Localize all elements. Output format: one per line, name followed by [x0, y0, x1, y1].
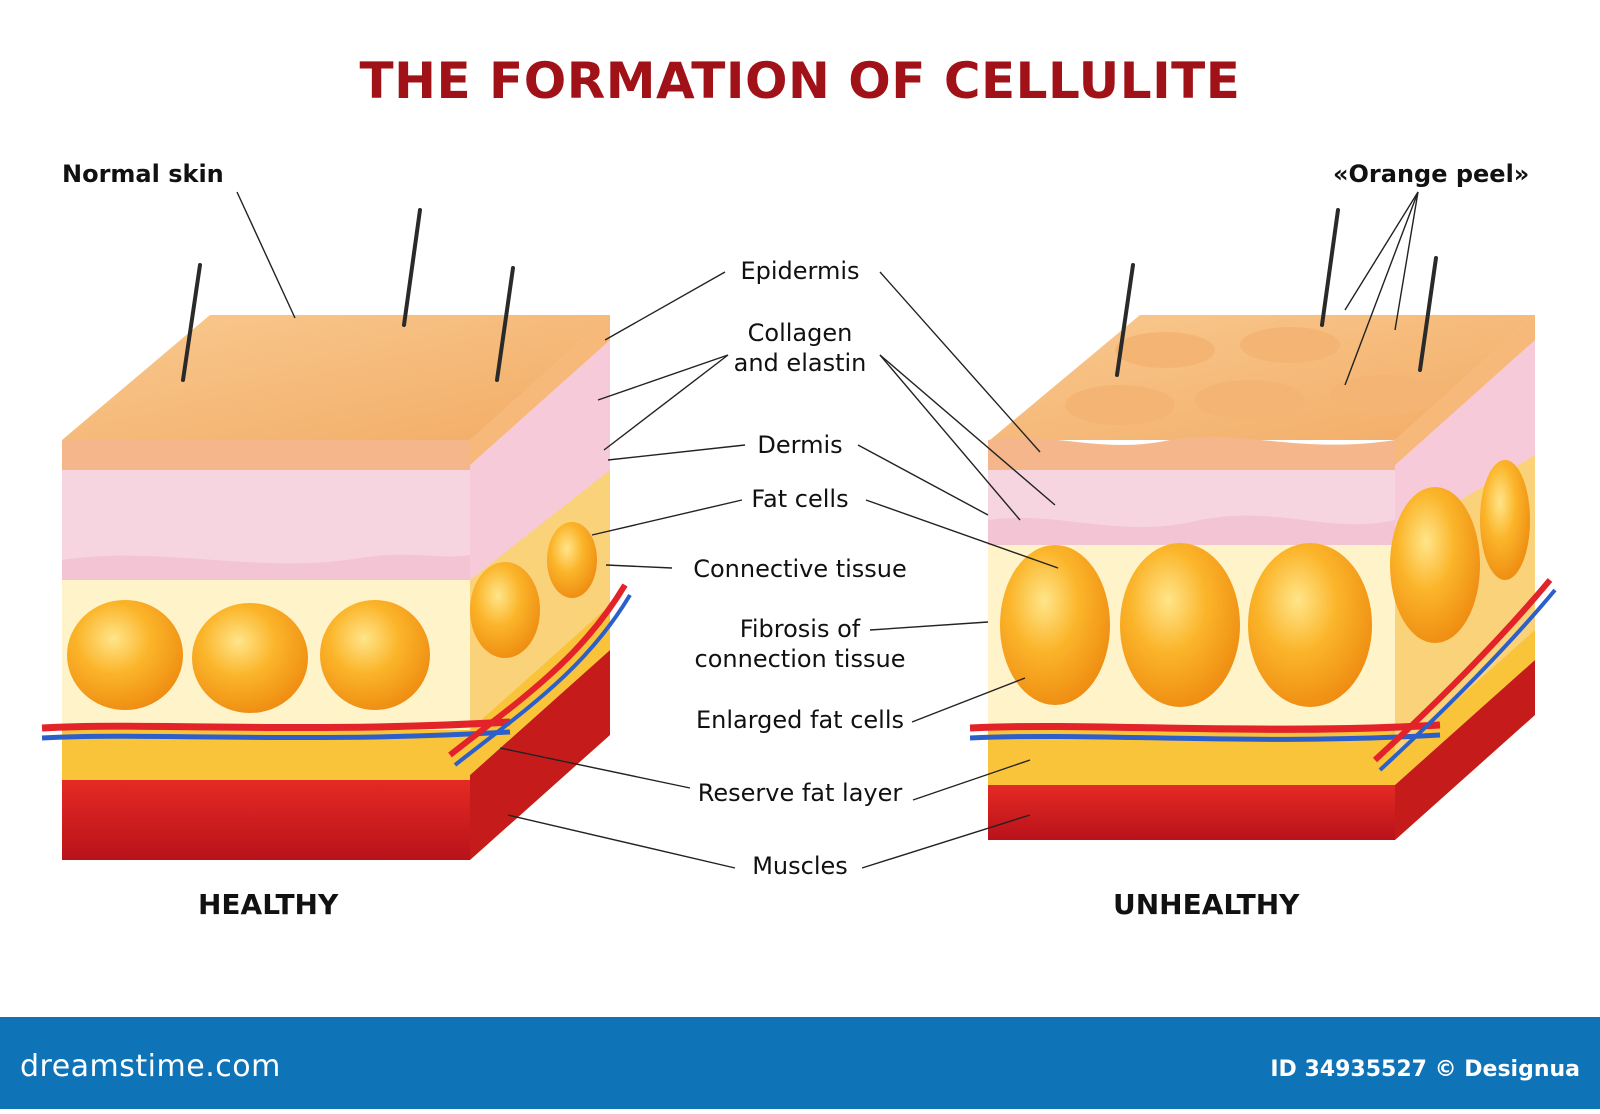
leader-normal-skin [236, 191, 296, 319]
enlarged-fat-cluster [1480, 460, 1530, 580]
leader-dermis [857, 444, 989, 516]
label-enlarged-fat-cells: Enlarged fat cells [695, 706, 905, 734]
label-epidermis: Epidermis [740, 257, 860, 285]
unhealthy-dermis-wave [988, 515, 1395, 548]
unhealthy-hair [1115, 263, 1135, 377]
label-reserve-fat-layer: Reserve fat layer [697, 779, 903, 807]
leader-reserve [499, 747, 691, 789]
orange-peel-dimple [1195, 380, 1305, 420]
diagram-title: THE FORMATION OF CELLULITE [359, 52, 1241, 110]
leader-fat-cells [591, 499, 743, 536]
healthy-vein-rising [453, 593, 632, 767]
unhealthy-vein [969, 732, 1441, 742]
leader-lines [236, 191, 1419, 869]
leader-connective [605, 564, 673, 569]
healthy-fat-cluster [67, 600, 183, 710]
leader-fat-cells [865, 499, 1059, 569]
label-connective-tissue: Connective tissue [693, 555, 907, 583]
unhealthy-label: UNHEALTHY [1113, 888, 1300, 921]
leader-orange-peel [1344, 191, 1419, 311]
enlarged-fat-cluster [1120, 543, 1240, 707]
unhealthy-hair [1320, 208, 1340, 327]
healthy-hair [402, 208, 422, 327]
orange-peel-label: «Orange peel» [1333, 160, 1530, 188]
unhealthy-side-reserve [1395, 630, 1535, 785]
label-fibrosis: Fibrosis of connection tissue [694, 615, 906, 673]
leader-orange-peel [1344, 191, 1419, 386]
leader-enlarged [911, 677, 1026, 723]
footer-credit: ID 34935527 © Designua [1270, 1057, 1580, 1082]
leader-collagen [879, 354, 1021, 521]
healthy-artery-rising [448, 583, 628, 758]
healthy-dermis-wave [62, 554, 470, 585]
leader-collagen [879, 354, 1056, 506]
leader-muscles [507, 814, 736, 869]
enlarged-fat-cluster [1000, 545, 1110, 705]
enlarged-fat-cluster [1390, 487, 1480, 643]
healthy-hair [495, 266, 515, 382]
unhealthy-artery-rising [1372, 578, 1553, 763]
healthy-hair [181, 263, 202, 382]
footer-brand: dreamstime.com [20, 1049, 281, 1084]
healthy-vein [41, 729, 511, 741]
leader-epidermis [879, 271, 1041, 453]
healthy-side-epidermis [470, 315, 610, 465]
leader-muscles [861, 814, 1031, 869]
healthy-side-dermis [470, 315, 610, 580]
orange-peel-dimple [1240, 327, 1340, 363]
leader-reserve [912, 759, 1031, 801]
healthy-muscle [62, 780, 470, 860]
label-collagen-elastin: Collagen and elastin [733, 319, 867, 377]
unhealthy-skin-block [969, 208, 1557, 840]
unhealthy-reserve-fat [988, 725, 1395, 785]
unhealthy-muscle [988, 785, 1395, 840]
healthy-artery [41, 718, 511, 732]
healthy-epidermis [62, 440, 470, 470]
leader-dermis [607, 444, 746, 461]
healthy-fat-cluster [470, 562, 540, 658]
healthy-fat-cluster [547, 522, 597, 598]
unhealthy-epidermis [988, 436, 1395, 470]
unhealthy-artery [969, 721, 1441, 733]
unhealthy-side-muscle [1395, 660, 1535, 840]
orange-peel-dimple [1115, 332, 1215, 368]
leader-epidermis [604, 271, 726, 341]
unhealthy-vein-rising [1378, 588, 1557, 772]
leader-orange-peel [1394, 191, 1419, 331]
unhealthy-side-epidermis [1395, 315, 1535, 465]
healthy-fat-cluster [320, 600, 430, 710]
label-muscles: Muscles [752, 852, 848, 880]
healthy-top-face [62, 315, 610, 440]
healthy-skin-block [41, 208, 632, 860]
label-fat-cells: Fat cells [751, 485, 849, 513]
healthy-fat-cluster [192, 603, 308, 713]
leader-collagen [597, 354, 729, 401]
leader-collagen [603, 354, 729, 451]
orange-peel-dimple [1330, 375, 1440, 415]
orange-peel-dimple [1065, 385, 1175, 425]
normal-skin-label: Normal skin [62, 160, 224, 188]
unhealthy-hair [1418, 256, 1438, 372]
enlarged-fat-cluster [1248, 543, 1372, 707]
healthy-label: HEALTHY [198, 888, 339, 921]
label-dermis: Dermis [757, 431, 843, 459]
leader-fibrosis [869, 621, 989, 631]
footer-bar: dreamstime.com ID 34935527 © Designua [0, 1017, 1600, 1109]
healthy-side-muscle [470, 650, 610, 860]
